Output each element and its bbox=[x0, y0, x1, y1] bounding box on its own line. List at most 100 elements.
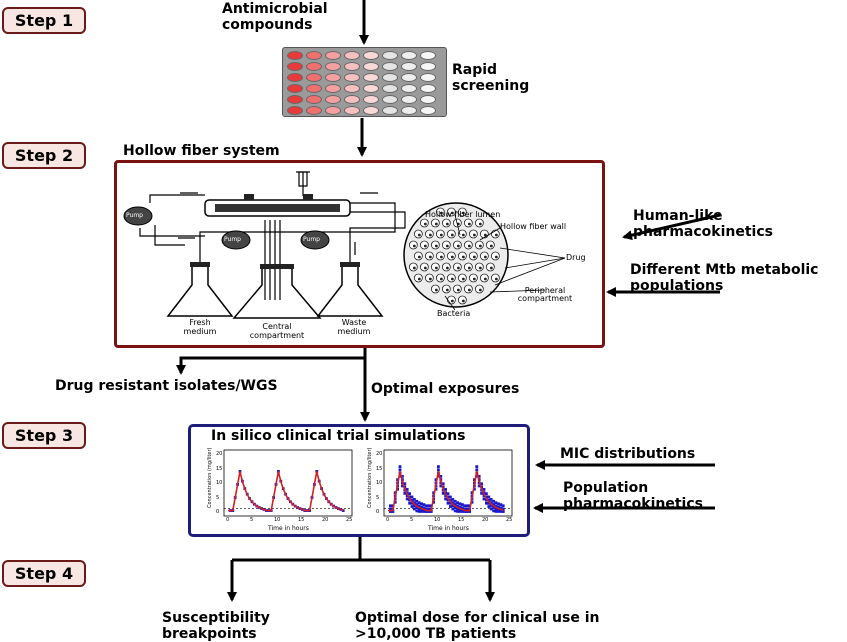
observed-point bbox=[446, 495, 450, 499]
fiber bbox=[452, 262, 462, 272]
observed-point bbox=[456, 507, 459, 511]
bacteria-dot bbox=[472, 233, 476, 237]
observed-point bbox=[393, 491, 397, 495]
observed-point bbox=[425, 510, 428, 513]
bacteria-dot bbox=[423, 222, 427, 226]
plate-well bbox=[287, 106, 303, 115]
plate-well bbox=[382, 106, 398, 115]
bacteria-dot bbox=[439, 233, 443, 237]
observed-point bbox=[449, 498, 452, 502]
susceptibility-breakpoints-label: Susceptibility breakpoints bbox=[162, 610, 270, 642]
bacteria-dot bbox=[434, 266, 438, 270]
bacteria-dot bbox=[456, 266, 460, 270]
observed-point bbox=[427, 504, 431, 508]
observed-point bbox=[468, 510, 471, 513]
fiber bbox=[446, 229, 456, 239]
observed-point bbox=[475, 474, 479, 478]
plate-well bbox=[382, 51, 398, 60]
bacteria-dot bbox=[467, 244, 471, 248]
plate-well bbox=[382, 95, 398, 104]
optimal-dose-label: Optimal dose for clinical use in >10,000… bbox=[355, 610, 600, 642]
fiber bbox=[446, 207, 456, 217]
y-tick-label: 15 bbox=[216, 465, 223, 472]
observed-point bbox=[489, 498, 493, 501]
observed-point bbox=[451, 507, 455, 511]
observed-point bbox=[470, 491, 474, 495]
observed-point bbox=[499, 503, 503, 507]
bacteria-dot bbox=[434, 222, 438, 226]
fiber bbox=[413, 251, 423, 261]
observed-point bbox=[410, 498, 414, 502]
fiber bbox=[413, 229, 423, 239]
fiber bbox=[463, 240, 473, 250]
observed-point bbox=[492, 503, 495, 506]
step-4-label: Step 4 bbox=[2, 560, 86, 587]
observed-point bbox=[446, 498, 450, 502]
observed-point bbox=[456, 504, 459, 508]
plate-well bbox=[325, 62, 341, 71]
fiber bbox=[424, 273, 434, 283]
y-tick-label: 10 bbox=[216, 480, 223, 486]
bacteria-dot bbox=[472, 255, 476, 259]
observed-point bbox=[458, 508, 462, 512]
population-pk-label: Population pharmacokinetics bbox=[563, 480, 703, 512]
plot-frame bbox=[223, 449, 353, 517]
x-tick-label: 15 bbox=[298, 517, 305, 523]
plate-well bbox=[420, 73, 436, 82]
observed-point bbox=[401, 474, 404, 478]
pump-label-right: Pump bbox=[303, 236, 320, 243]
x-axis-label: Time in hours bbox=[428, 525, 469, 532]
fiber bbox=[408, 262, 418, 272]
observed-point bbox=[405, 497, 409, 501]
rapid-screening-label: Rapid screening bbox=[452, 62, 530, 94]
plate-well bbox=[382, 84, 398, 93]
observed-point bbox=[389, 504, 392, 508]
observed-point bbox=[415, 509, 419, 513]
observed-point bbox=[489, 501, 493, 505]
fiber bbox=[474, 284, 484, 294]
observed-point bbox=[449, 501, 452, 505]
plate-well bbox=[420, 62, 436, 71]
fiber bbox=[463, 262, 473, 272]
plate-well bbox=[306, 73, 322, 82]
observed-point bbox=[446, 501, 450, 505]
y-tick-label: 20 bbox=[376, 451, 383, 457]
observed-point bbox=[405, 488, 409, 491]
plate-well bbox=[344, 51, 360, 60]
bacteria-dot bbox=[450, 233, 454, 237]
plot-frame bbox=[383, 449, 513, 517]
x-tick-label: 5 bbox=[250, 517, 254, 523]
plate-well bbox=[325, 73, 341, 82]
observed-point bbox=[468, 504, 471, 508]
plate-well bbox=[382, 62, 398, 71]
fiber bbox=[474, 240, 484, 250]
observed-point bbox=[427, 507, 431, 511]
model-curve bbox=[388, 471, 504, 512]
observed-point bbox=[463, 510, 467, 513]
plate-well bbox=[344, 84, 360, 93]
bacteria-dot bbox=[417, 255, 421, 259]
observed-point bbox=[413, 504, 416, 508]
observed-point bbox=[482, 488, 486, 491]
fiber bbox=[485, 262, 495, 272]
hollow-fiber-box bbox=[114, 160, 605, 348]
fiber bbox=[424, 229, 434, 239]
observed-point bbox=[487, 501, 491, 505]
plate-well bbox=[306, 95, 322, 104]
observed-point bbox=[453, 503, 457, 506]
x-tick-label: 5 bbox=[410, 517, 414, 523]
observed-point bbox=[398, 465, 402, 469]
plate-well bbox=[363, 62, 379, 71]
observed-point bbox=[475, 468, 479, 472]
plate-well bbox=[306, 51, 322, 60]
observed-point bbox=[463, 504, 467, 508]
bacteria-dot bbox=[483, 233, 487, 237]
bacteria-dot bbox=[434, 244, 438, 248]
observed-point bbox=[420, 502, 423, 506]
bacteria-dot bbox=[461, 211, 465, 215]
bacteria-dot bbox=[494, 255, 498, 259]
x-tick-label: 25 bbox=[346, 517, 353, 523]
observed-point bbox=[453, 499, 457, 503]
bacteria-dot bbox=[450, 299, 454, 303]
